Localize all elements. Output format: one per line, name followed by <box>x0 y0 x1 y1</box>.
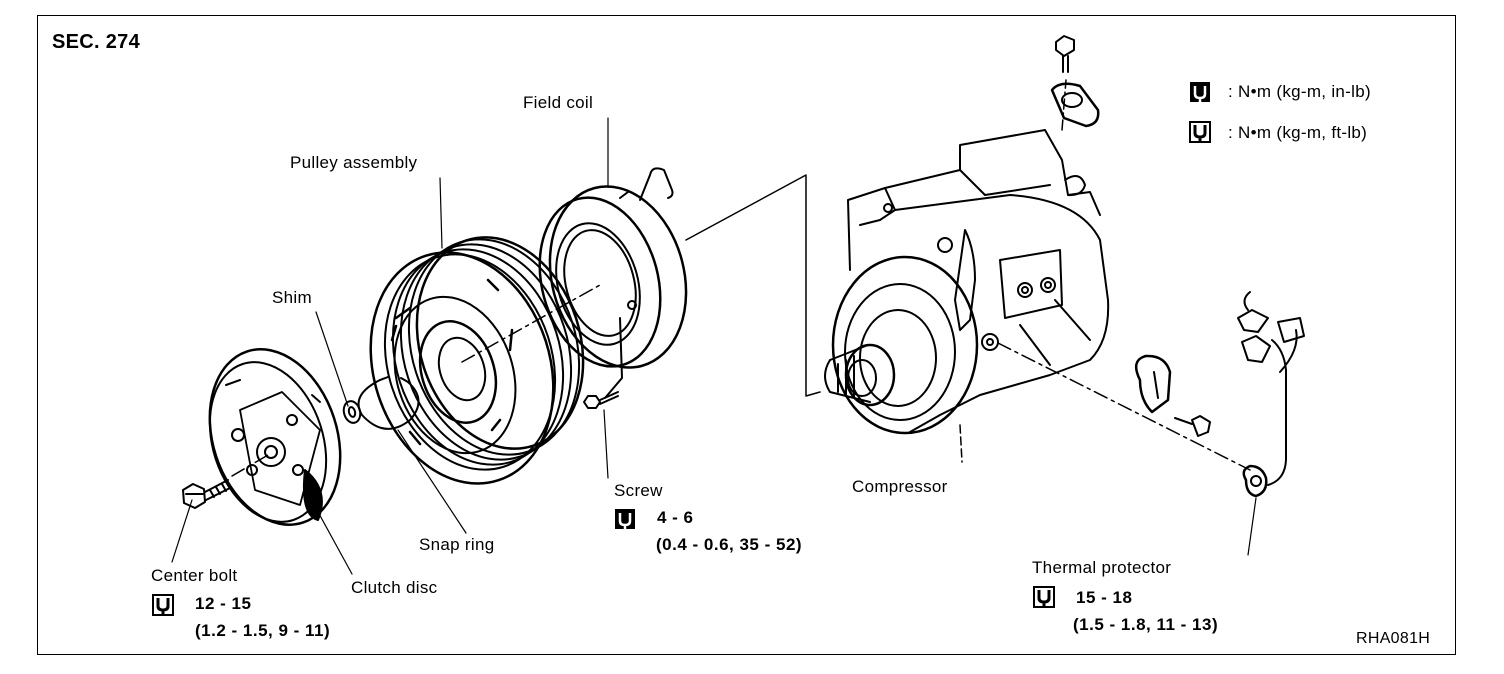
thermal-protector-torque-value: 15 - 18 <box>1076 588 1133 607</box>
center-bolt-torque-value: 12 - 15 <box>195 594 252 613</box>
label-compressor: Compressor <box>852 477 948 496</box>
label-thermal-protector: Thermal protector <box>1032 558 1172 577</box>
label-pulley-assembly: Pulley assembly <box>290 153 418 172</box>
compressor-part <box>824 79 1251 471</box>
label-center-bolt: Center bolt <box>151 566 238 585</box>
torque-wrench-outline-icon <box>1033 586 1055 608</box>
figure-code: RHA081H <box>1356 630 1431 647</box>
leader-lines <box>171 117 1257 575</box>
clutch-disc-part <box>208 348 342 526</box>
screw-part <box>583 391 619 409</box>
label-field-coil: Field coil <box>523 93 594 112</box>
thermal-protector-torque-detail: (1.5 - 1.8, 11 - 13) <box>1073 615 1219 634</box>
label-shim: Shim <box>272 288 312 307</box>
side-bracket-part <box>1134 354 1211 437</box>
field-coil-part <box>538 167 688 399</box>
alignment-line <box>685 174 821 397</box>
torque-wrench-filled-icon <box>1190 82 1210 102</box>
torque-wrench-outline-icon <box>152 594 174 616</box>
label-screw: Screw <box>614 481 663 500</box>
center-bolt-part <box>182 454 269 509</box>
torque-wrench-outline-icon <box>1189 121 1211 143</box>
diagram-frame <box>37 15 1456 655</box>
thermal-protector-part <box>1237 291 1305 498</box>
legend-item-ft-lb: : N•m (kg-m, ft-lb) <box>1228 123 1368 142</box>
legend-item-in-lb: : N•m (kg-m, in-lb) <box>1228 82 1371 101</box>
screw-torque-value: 4 - 6 <box>657 508 694 527</box>
screw-torque-detail: (0.4 - 0.6, 35 - 52) <box>656 535 803 554</box>
section-title: SEC. 274 <box>52 31 141 53</box>
torque-wrench-filled-icon <box>615 509 635 529</box>
center-bolt-torque-detail: (1.2 - 1.5, 9 - 11) <box>195 621 331 640</box>
pulley-assembly-part <box>369 236 601 485</box>
label-snap-ring: Snap ring <box>419 535 495 554</box>
mounting-bracket-part <box>1050 35 1100 128</box>
label-clutch-disc: Clutch disc <box>351 578 438 597</box>
